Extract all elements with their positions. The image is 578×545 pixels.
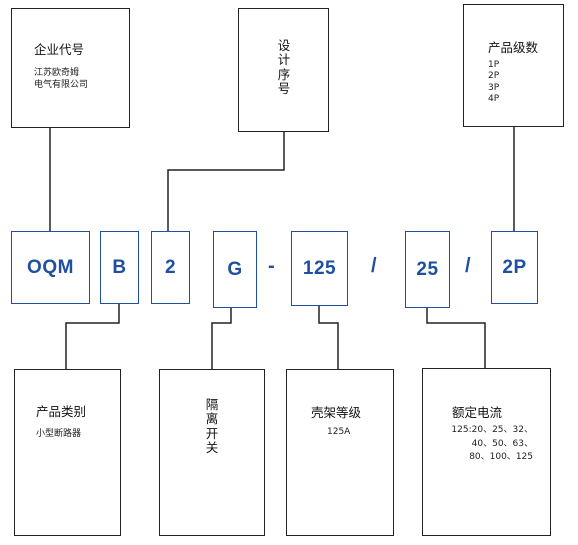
pole-option: 3P bbox=[488, 82, 500, 93]
enterprise-name-line-2: 电气有限公司 bbox=[34, 80, 89, 91]
connector-category bbox=[65, 304, 120, 369]
rated-current-values: 125:20、25、32、 40、50、63、 80、100、125 bbox=[433, 424, 533, 465]
separator-slash-1: / bbox=[371, 255, 377, 277]
code-segment-b: B bbox=[100, 231, 139, 304]
rated-current-line: 40、50、63、 bbox=[471, 438, 533, 449]
connector-design-no bbox=[167, 132, 285, 231]
frame-rating-title: 壳架等级 bbox=[311, 405, 362, 420]
connector-rated-current bbox=[426, 308, 486, 368]
pole-count-title: 产品级数 bbox=[488, 40, 539, 55]
enterprise-name-line-1: 江苏欧奇姆 bbox=[34, 68, 80, 78]
separator-slash-2: / bbox=[465, 255, 471, 277]
separator-dash: - bbox=[268, 255, 275, 277]
product-category-box: 产品类别 小型断路器 bbox=[14, 369, 121, 536]
connector-frame bbox=[318, 306, 339, 369]
product-category-detail: 小型断路器 bbox=[36, 429, 82, 439]
code-segment-2: 2 bbox=[151, 231, 190, 304]
frame-rating-detail: 125A bbox=[327, 427, 351, 437]
rated-current-line: 125:20、25、32、 bbox=[451, 425, 533, 435]
code-segment-125: 125 bbox=[291, 231, 348, 306]
code-segment-oqm: OQM bbox=[11, 231, 90, 304]
rated-current-line: 80、100、125 bbox=[469, 452, 533, 462]
code-segment-25: 25 bbox=[405, 231, 450, 308]
isolator-title: 隔离开关 bbox=[205, 397, 219, 456]
pole-options: 1P 2P 3P 4P bbox=[488, 60, 499, 105]
rated-current-box: 额定电流 125:20、25、32、 40、50、63、 80、100、125 bbox=[422, 368, 551, 536]
code-segment-2p: 2P bbox=[491, 231, 538, 304]
frame-rating-box: 壳架等级 125A bbox=[286, 369, 394, 536]
pole-count-box: 产品级数 1P 2P 3P 4P bbox=[463, 4, 564, 127]
connector-isolator bbox=[211, 308, 232, 369]
design-number-title: 设计序号 bbox=[277, 38, 291, 97]
pole-option: 2P bbox=[488, 71, 500, 82]
pole-option: 4P bbox=[488, 93, 500, 104]
enterprise-code-box: 企业代号 江苏欧奇姆 电气有限公司 bbox=[11, 8, 130, 128]
rated-current-title: 额定电流 bbox=[452, 405, 503, 420]
code-segment-g: G bbox=[213, 231, 257, 308]
product-category-title: 产品类别 bbox=[36, 404, 87, 419]
enterprise-name: 江苏欧奇姆 电气有限公司 bbox=[34, 67, 88, 91]
pole-option: 1P bbox=[488, 60, 500, 70]
enterprise-code-title: 企业代号 bbox=[34, 42, 85, 57]
design-number-box: 设计序号 bbox=[238, 8, 329, 132]
isolator-box: 隔离开关 bbox=[159, 369, 265, 536]
